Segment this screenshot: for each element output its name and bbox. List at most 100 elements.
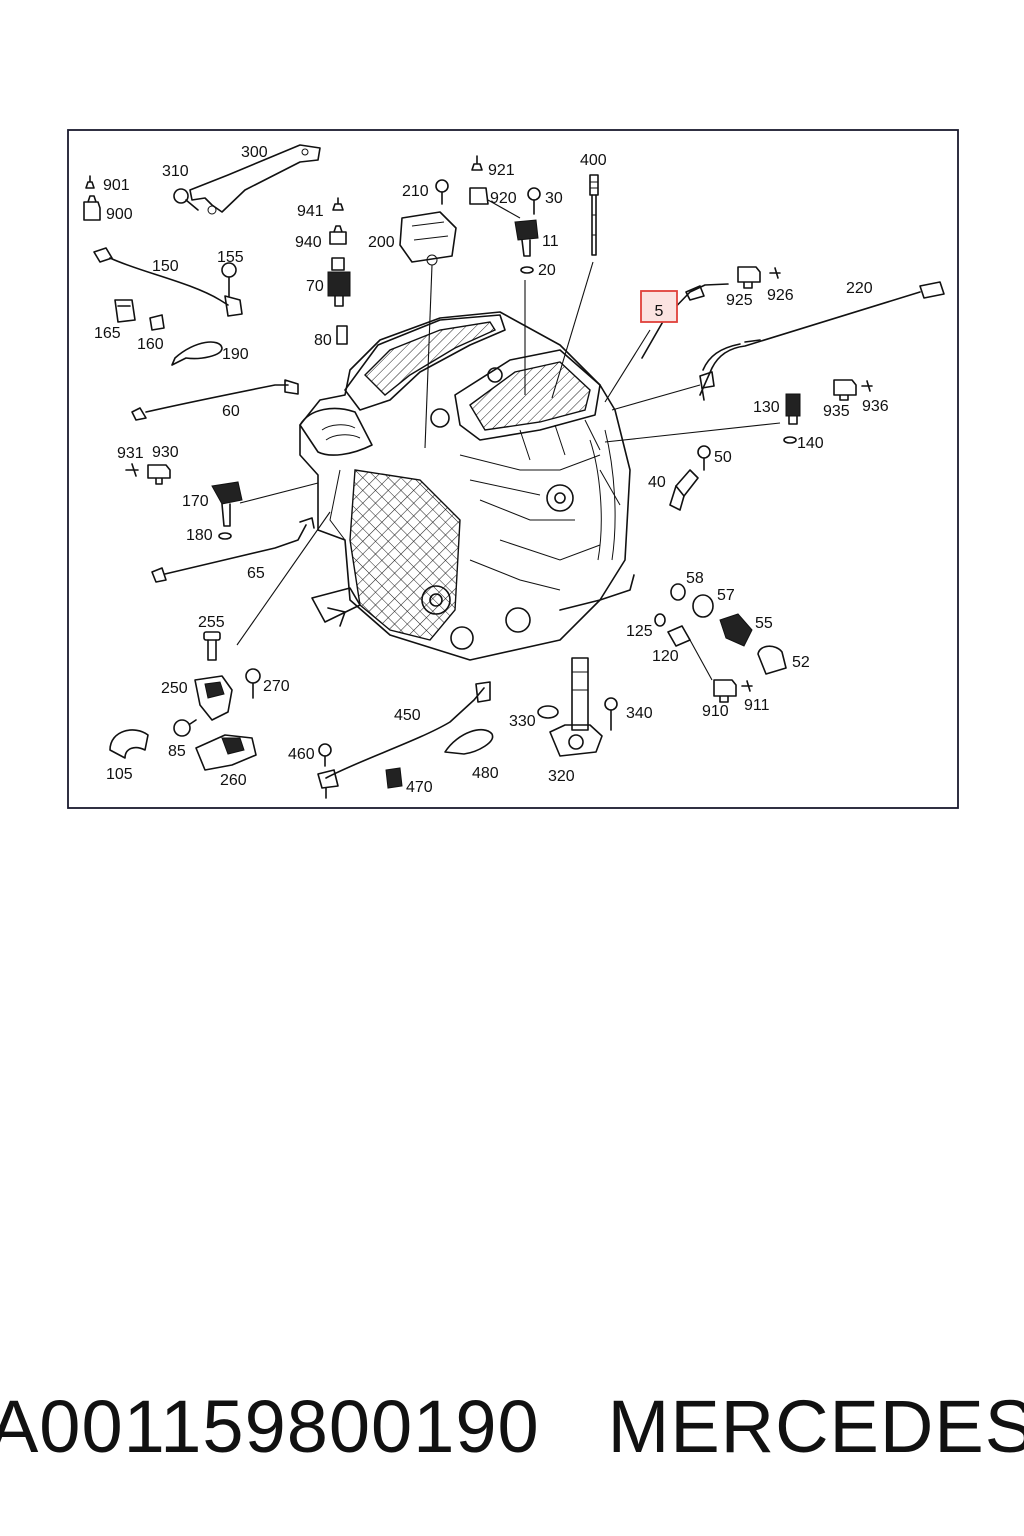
callout-400[interactable]: 400 [580, 152, 607, 169]
sensor-55 [719, 613, 753, 647]
connector-symbol-921-920 [469, 155, 521, 219]
callout-911[interactable]: 911 [744, 697, 770, 714]
callout-140[interactable]: 140 [797, 435, 824, 452]
callout-480[interactable]: 480 [472, 765, 499, 782]
callout-55[interactable]: 55 [755, 615, 773, 632]
callout-320[interactable]: 320 [548, 768, 575, 785]
callout-130[interactable]: 130 [753, 399, 780, 416]
callout-910[interactable]: 910 [702, 703, 729, 720]
bolt-340 [604, 697, 618, 731]
callout-85[interactable]: 85 [168, 743, 186, 760]
callout-60[interactable]: 60 [222, 403, 240, 420]
callout-40[interactable]: 40 [648, 474, 666, 491]
callout-65[interactable]: 65 [247, 565, 265, 582]
sensor-cable-60 [131, 379, 299, 421]
callout-155[interactable]: 155 [217, 249, 244, 266]
bolt-270 [245, 668, 261, 699]
seal-57 [692, 594, 714, 618]
callout-936[interactable]: 936 [862, 398, 889, 415]
callout-340[interactable]: 340 [626, 705, 653, 722]
bolt-155 [221, 262, 237, 297]
sensor-52 [757, 645, 787, 675]
callout-900[interactable]: 900 [106, 206, 133, 223]
callout-160[interactable]: 160 [137, 336, 164, 353]
probe-400 [589, 174, 599, 256]
callout-450[interactable]: 450 [394, 707, 421, 724]
callout-330[interactable]: 330 [509, 713, 536, 730]
callout-180[interactable]: 180 [186, 527, 213, 544]
callout-150[interactable]: 150 [152, 258, 179, 275]
sensor-11 [514, 219, 539, 257]
connector-symbol-941-940 [329, 197, 347, 245]
callout-260[interactable]: 260 [220, 772, 247, 789]
callout-labels: 300 310 901 900 150 155 165 160 190 60 9… [94, 144, 889, 796]
sensor-cable-450 [317, 681, 491, 799]
sensor-200 [399, 211, 457, 266]
highlighted-callout-5[interactable]: 5 [640, 290, 678, 323]
callout-940[interactable]: 940 [295, 234, 322, 251]
callout-901[interactable]: 901 [103, 177, 130, 194]
callout-941[interactable]: 941 [297, 203, 324, 220]
callout-30[interactable]: 30 [545, 190, 563, 207]
bolt-50 [697, 445, 711, 471]
callout-200[interactable]: 200 [368, 234, 395, 251]
callout-935[interactable]: 935 [823, 403, 850, 420]
callout-120[interactable]: 120 [652, 648, 679, 665]
o-ring-180 [218, 532, 232, 540]
sensor-70 [327, 257, 351, 307]
callout-11[interactable]: 11 [542, 233, 559, 250]
callout-470[interactable]: 470 [406, 779, 433, 796]
housing-320 [549, 657, 603, 757]
bolt-30 [527, 187, 541, 215]
o-ring-330 [537, 705, 559, 719]
callout-255[interactable]: 255 [198, 614, 225, 631]
callout-58[interactable]: 58 [686, 570, 704, 587]
callout-70[interactable]: 70 [306, 278, 324, 295]
callout-925[interactable]: 925 [726, 292, 753, 309]
seal-58 [670, 583, 686, 601]
callout-300[interactable]: 300 [241, 144, 268, 161]
connector-symbol-910-911 [713, 679, 753, 703]
callout-57[interactable]: 57 [717, 587, 735, 604]
engine-assembly [299, 311, 635, 661]
o-ring-125 [654, 613, 666, 627]
leader-lines [236, 261, 781, 646]
sensor-cable-5 [641, 283, 729, 359]
callout-165[interactable]: 165 [94, 325, 121, 342]
sensor-260 [195, 734, 257, 771]
cable-tie-190 [171, 341, 223, 366]
callout-250[interactable]: 250 [161, 680, 188, 697]
callout-105[interactable]: 105 [106, 766, 133, 783]
callout-20[interactable]: 20 [538, 262, 556, 279]
clip-470 [385, 767, 403, 789]
clip-165 [114, 299, 136, 323]
callout-310[interactable]: 310 [162, 163, 189, 180]
callout-270[interactable]: 270 [263, 678, 290, 695]
sensor-cable-150 [93, 247, 243, 317]
connector-symbol-935-936 [833, 379, 873, 401]
sensor-cable-220 [699, 281, 945, 401]
callout-50[interactable]: 50 [714, 449, 732, 466]
part-caption: A001159800190 MERCEDES [0, 1378, 1024, 1474]
part-number: A001159800190 [0, 1384, 540, 1468]
callout-190[interactable]: 190 [222, 346, 249, 363]
callout-930[interactable]: 930 [152, 444, 179, 461]
callout-170[interactable]: 170 [182, 493, 209, 510]
callout-920[interactable]: 920 [490, 190, 517, 207]
clip-160 [149, 314, 165, 331]
cable-tie-480 [444, 728, 494, 755]
callout-220[interactable]: 220 [846, 280, 873, 297]
callout-125[interactable]: 125 [626, 623, 653, 640]
callout-80[interactable]: 80 [314, 332, 332, 349]
sensor-120 [667, 625, 713, 681]
o-ring-140 [783, 436, 797, 444]
callout-921[interactable]: 921 [488, 162, 515, 179]
callout-5[interactable]: 5 [655, 303, 664, 320]
callout-931[interactable]: 931 [117, 445, 144, 462]
callout-210[interactable]: 210 [402, 183, 429, 200]
callout-460[interactable]: 460 [288, 746, 315, 763]
bracket-300 [189, 144, 321, 215]
callout-926[interactable]: 926 [767, 287, 794, 304]
callout-52[interactable]: 52 [792, 654, 810, 671]
